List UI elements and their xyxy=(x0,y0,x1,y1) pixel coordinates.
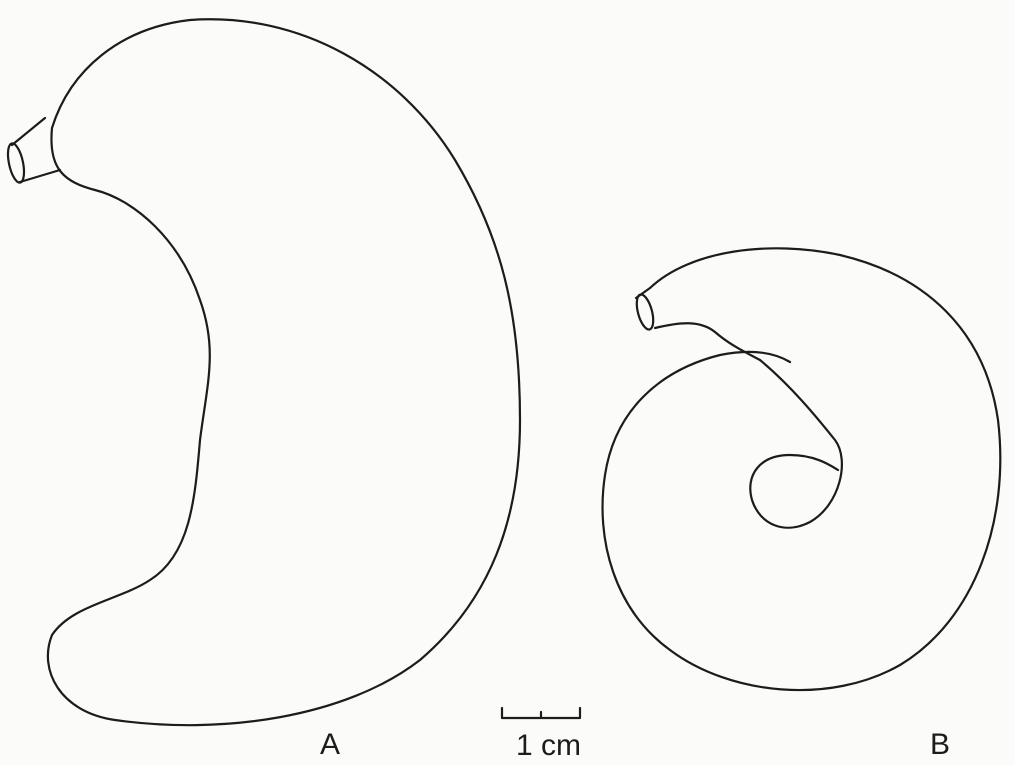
scale-bar xyxy=(502,708,580,718)
specimen-a-outline xyxy=(48,19,520,725)
specimen-b-opening xyxy=(634,293,657,331)
scale-bar-line xyxy=(502,708,580,718)
specimen-b xyxy=(603,248,1001,690)
panel-b-label: B xyxy=(930,730,950,760)
scale-bar-label: 1 cm xyxy=(516,731,581,761)
specimen-b-neck-bottom xyxy=(655,323,760,360)
specimen-a-opening xyxy=(5,142,27,184)
panel-a-label: A xyxy=(320,730,340,760)
specimen-a xyxy=(5,19,520,725)
specimen-b-outer-outline xyxy=(603,248,1001,690)
specimen-b-inner-coil xyxy=(750,360,842,528)
